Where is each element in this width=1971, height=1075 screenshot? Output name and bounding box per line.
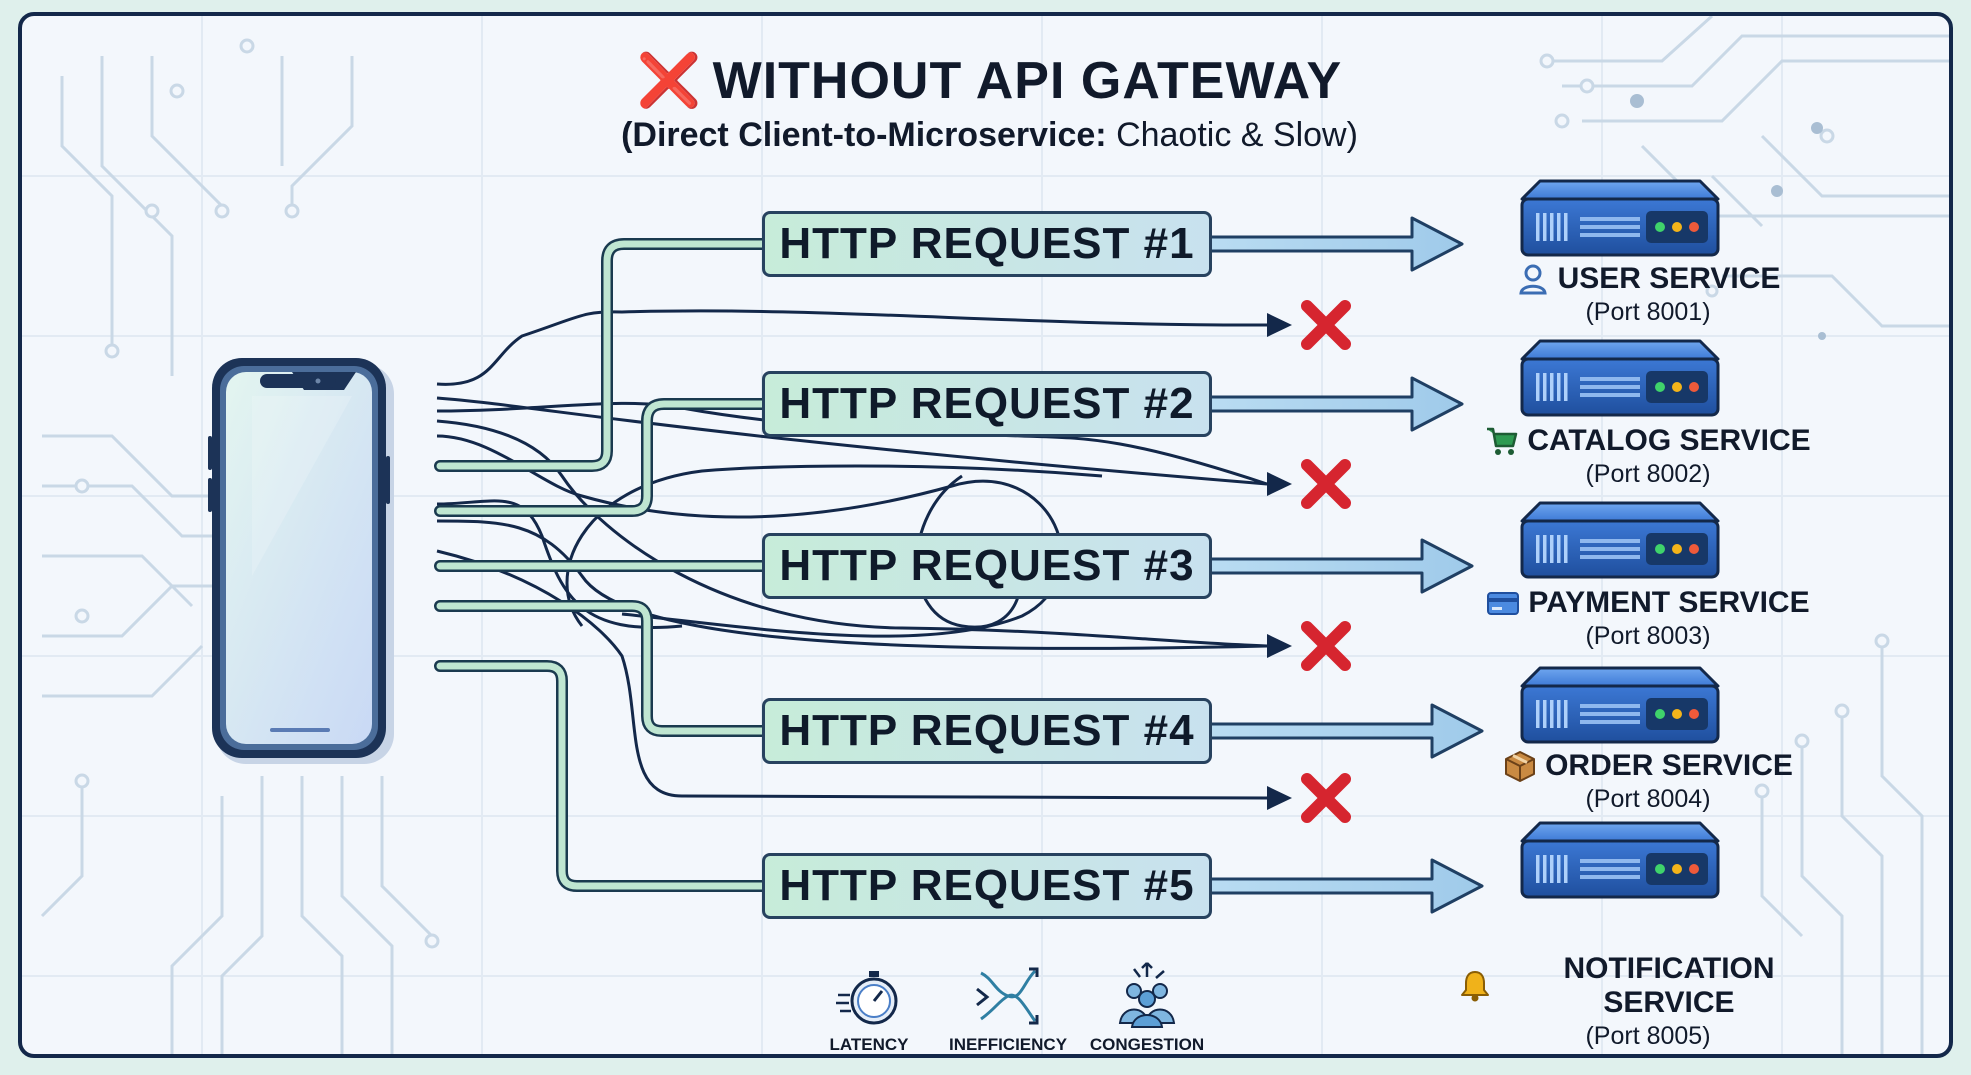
smartphone-client (208, 358, 394, 764)
arrow-request-2 (1208, 376, 1464, 432)
failure-x-icon (1301, 773, 1351, 823)
user-icon (1516, 262, 1550, 296)
server-icon (1520, 501, 1720, 579)
diagram-frame: ❌WITHOUT API GATEWAY (Direct Client-to-M… (18, 12, 1953, 1058)
package-icon (1503, 749, 1537, 783)
tangled-arrows-icon (973, 961, 1043, 1031)
legend-latency: LATENCY (799, 961, 939, 1054)
service-payment: PAYMENT SERVICE (Port 8003) (1458, 586, 1838, 651)
failure-x-icon (1301, 459, 1351, 509)
http-request-5: HTTP REQUEST #5 (762, 853, 1212, 919)
bell-icon (1458, 969, 1492, 1003)
request-arrows (1208, 216, 1484, 914)
server-icon (1520, 821, 1720, 899)
crowd-icon (1112, 961, 1182, 1031)
server-icon (1520, 179, 1720, 257)
circuit-nodes-left (74, 38, 440, 949)
service-catalog: CATALOG SERVICE (Port 8002) (1458, 424, 1838, 489)
service-notification: NOTIFICATION SERVICE (Port 8005) (1458, 952, 1838, 1051)
service-user: USER SERVICE (Port 8001) (1458, 262, 1838, 327)
arrow-request-1 (1208, 216, 1464, 272)
arrow-request-3 (1208, 538, 1474, 594)
http-request-2: HTTP REQUEST #2 (762, 371, 1212, 437)
red-x-icon: ❌ (636, 52, 703, 110)
request-pipes (434, 238, 773, 892)
server-stack (1520, 179, 1720, 899)
stopwatch-icon (834, 961, 904, 1031)
circuit-nodes-right (1539, 53, 1890, 799)
circuit-traces-left (40, 56, 434, 1054)
legend-congestion: CONGESTION (1077, 961, 1217, 1054)
page-title: ❌WITHOUT API GATEWAY (636, 52, 1343, 110)
service-order: ORDER SERVICE (Port 8004) (1458, 749, 1838, 814)
diagram-artwork (22, 16, 1949, 1054)
failure-x-icon (1301, 300, 1351, 350)
circuit-traces-right (1552, 16, 1949, 1054)
arrow-request-5 (1208, 858, 1484, 914)
failure-crosses (1301, 300, 1351, 823)
http-request-4: HTTP REQUEST #4 (762, 698, 1212, 764)
page-subtitle: (Direct Client-to-Microservice: Chaotic … (621, 116, 1358, 154)
server-icon (1520, 666, 1720, 744)
credit-card-icon (1486, 586, 1520, 620)
http-request-1: HTTP REQUEST #1 (762, 211, 1212, 277)
circuit-dots-right (1630, 94, 1826, 340)
arrow-request-4 (1208, 703, 1484, 759)
server-icon (1520, 339, 1720, 417)
legend-inefficiency: INEFFICIENCY (938, 961, 1078, 1054)
http-request-3: HTTP REQUEST #3 (762, 533, 1212, 599)
shopping-cart-icon (1485, 424, 1519, 458)
failed-path-arrowheads (1267, 313, 1292, 810)
failure-x-icon (1301, 621, 1351, 671)
